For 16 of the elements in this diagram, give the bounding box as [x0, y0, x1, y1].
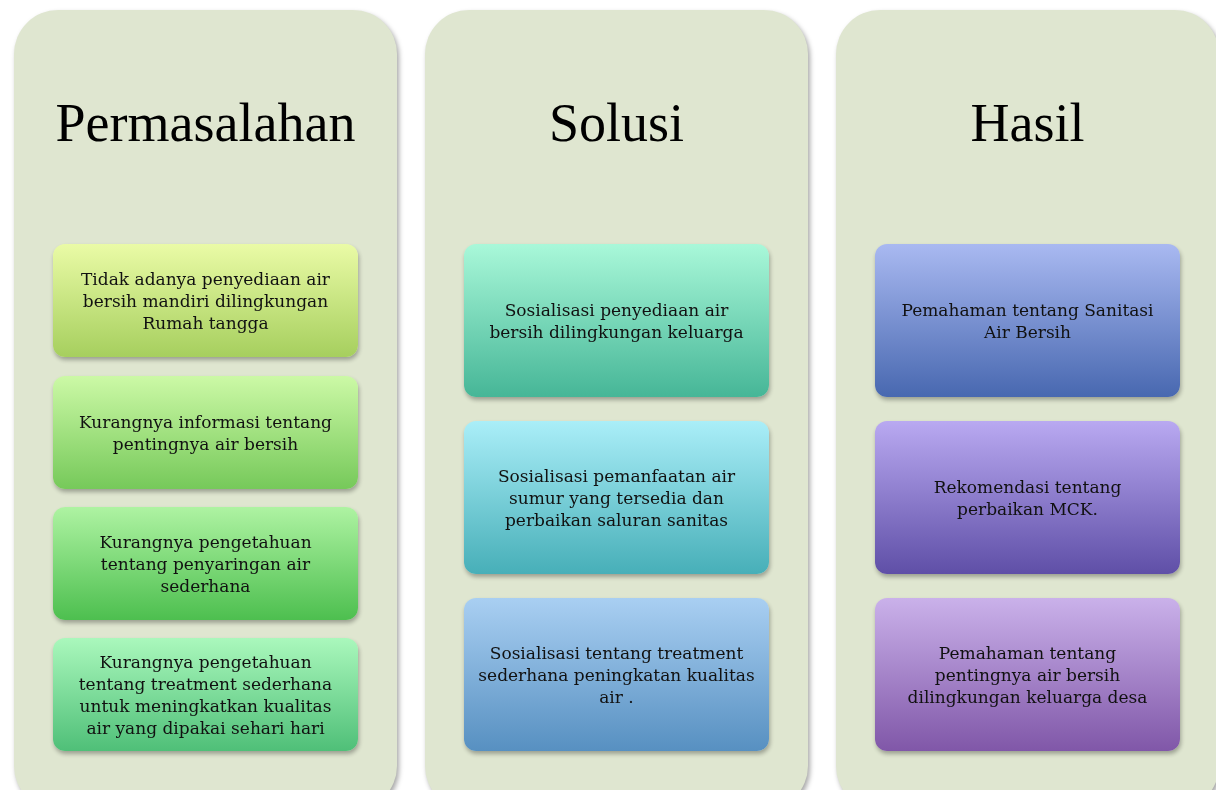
info-card: Sosialisasi penyediaan air bersih dilingkungan keluarga	[464, 244, 769, 397]
info-card: Kurangnya pengetahuan tentang penyaringan air sederhana	[53, 507, 358, 620]
column-heading: Permasalahan	[55, 92, 356, 154]
info-card: Pemahaman tentang pentingnya air bersih dilingkungan keluarga desa	[875, 598, 1180, 751]
column-panel	[14, 10, 397, 790]
info-card: Kurangnya informasi tentang pentingnya air bersih	[53, 376, 358, 489]
info-card: Rekomendasi tentang perbaikan MCK.	[875, 421, 1180, 574]
column-heading: Hasil	[970, 92, 1085, 154]
info-card: Kurangnya pengetahuan tentang treatment sederhana untuk meningkatkan kualitas air yang dipakai sehari hari	[53, 638, 358, 751]
info-card: Pemahaman tentang Sanitasi Air Bersih	[875, 244, 1180, 397]
column-panel	[836, 10, 1216, 790]
info-card: Sosialisasi pemanfaatan air sumur yang tersedia dan perbaikan saluran sanitas	[464, 421, 769, 574]
column-panel	[425, 10, 808, 790]
info-card: Tidak adanya penyediaan air bersih mandiri dilingkungan Rumah tangga	[53, 244, 358, 357]
column-heading: Solusi	[548, 92, 685, 154]
info-card: Sosialisasi tentang treatment sederhana peningkatan kualitas air .	[464, 598, 769, 751]
